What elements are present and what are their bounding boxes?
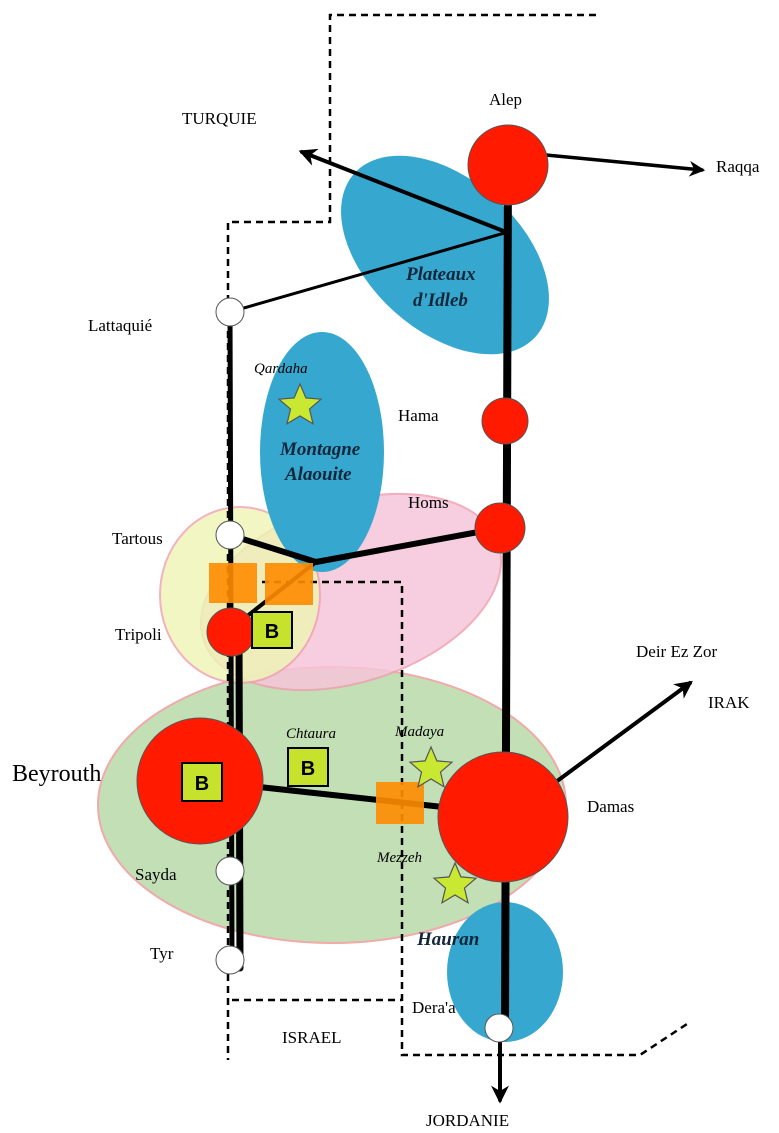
label-israel: ISRAEL <box>282 1028 342 1047</box>
regions-layer <box>97 155 567 1042</box>
checkpoint-square-icon <box>265 563 313 605</box>
city-tyr-marker <box>215 945 245 975</box>
label-idleb-line2: d'Idleb <box>413 290 468 311</box>
label-alep: Alep <box>489 90 522 109</box>
checkpoints-layer <box>209 563 424 824</box>
checkpoint-square-icon <box>376 782 424 824</box>
label-qardaha: Qardaha <box>254 361 308 377</box>
city-tartous-marker <box>215 520 245 550</box>
badge-letter: B <box>301 758 315 780</box>
label-hama: Hama <box>398 406 439 425</box>
label-tripoli: Tripoli <box>115 625 162 644</box>
b-badge-icon: B <box>251 611 293 649</box>
label-lattaquie: Lattaquié <box>88 316 152 335</box>
label-irak: IRAK <box>708 693 750 712</box>
label-alaouite-line1: Montagne <box>279 439 361 460</box>
label-hauran: Hauran <box>416 929 479 950</box>
label-chtaura: Chtaura <box>286 726 336 742</box>
badges-layer: B B B <box>181 611 329 802</box>
city-alep-marker <box>467 124 549 206</box>
b-badge-icon: B <box>287 747 329 787</box>
cities-layer <box>136 124 569 1043</box>
route-tartous-junction <box>227 532 319 565</box>
label-turquie: TURQUIE <box>182 109 257 128</box>
label-sayda: Sayda <box>135 865 177 884</box>
region-idleb <box>341 155 549 355</box>
city-homs-marker <box>474 502 526 554</box>
route-junction-homs <box>313 525 503 565</box>
city-deraa-marker <box>484 1013 514 1043</box>
arrow-irak <box>543 680 693 792</box>
b-badge-icon: B <box>181 762 223 802</box>
label-deraa: Dera'a <box>412 998 456 1017</box>
label-jordanie: JORDANIE <box>426 1111 509 1130</box>
labels-layer: TURQUIE Raqqa Deir Ez Zor IRAK ISRAEL JO… <box>12 90 760 1130</box>
route-aleppo-damascus <box>501 161 512 1034</box>
badge-letter: B <box>265 621 279 643</box>
label-idleb-line1: Plateaux <box>405 264 476 285</box>
label-madaya: Madaya <box>394 724 444 740</box>
label-deir-ez-zor: Deir Ez Zor <box>636 642 718 661</box>
star-icon <box>408 745 454 789</box>
stars-layer <box>277 382 478 905</box>
checkpoint-square-icon <box>209 563 257 603</box>
border-lebanon-east <box>262 580 691 1057</box>
region-alaouite <box>260 332 384 572</box>
label-damas: Damas <box>587 797 634 816</box>
badge-letter: B <box>195 773 209 795</box>
city-sayda-marker <box>215 856 245 886</box>
city-lattaquie-marker <box>215 297 245 327</box>
label-homs: Homs <box>408 493 449 512</box>
city-tripoli-marker <box>206 607 256 657</box>
label-alaouite-line2: Alaouite <box>284 464 352 485</box>
city-damas-marker <box>437 751 569 883</box>
arrow-raqqa <box>544 153 706 177</box>
label-raqqa: Raqqa <box>716 157 760 176</box>
label-beyrouth: Beyrouth <box>12 761 101 787</box>
star-icon <box>277 382 323 426</box>
city-hama-marker <box>481 397 529 445</box>
label-tartous: Tartous <box>112 529 163 548</box>
route-lattaquie-alep <box>228 230 510 314</box>
star-icon <box>432 861 478 905</box>
label-mezzeh: Mezzeh <box>376 850 422 866</box>
label-tyr: Tyr <box>150 944 174 963</box>
arrow-turquie <box>298 148 508 234</box>
